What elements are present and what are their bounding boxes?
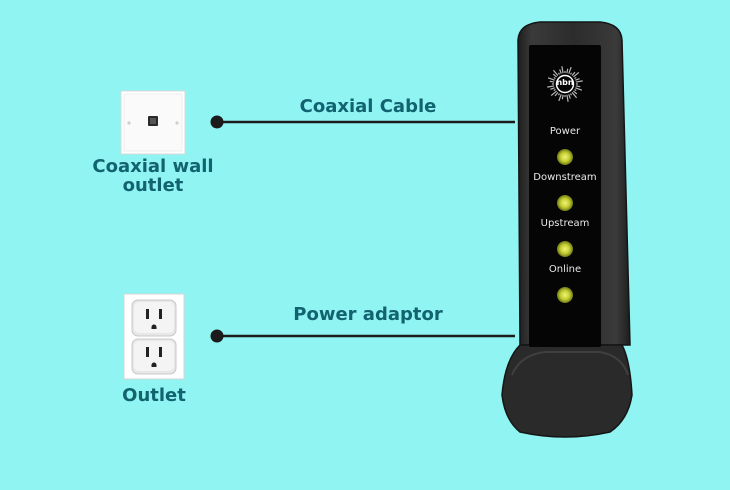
coaxial-cable [210,115,515,129]
logo-ray [557,93,561,96]
logo-ray [575,80,583,83]
logo-ray [571,71,576,76]
led-online [557,287,573,303]
coaxial-wall-outlet-icon [120,90,186,155]
logo-ray [569,93,573,96]
logo-ray [574,88,577,92]
logo-ray [553,88,556,92]
logo-ray [552,69,559,76]
logo-ray [573,71,580,78]
led-label-power: Power [549,126,581,137]
wall-outlet-label-line1: Coaxial wall [92,156,214,177]
logo-ray [566,94,569,102]
logo-ray [547,77,555,81]
power-outlet-icon [123,293,185,380]
logo-ray [550,90,557,97]
led-downstream [557,195,573,211]
logo-ray [547,85,555,88]
logo-ray [575,85,581,88]
logo-ray [561,66,564,74]
outlet-label: Outlet [122,385,186,406]
logo-ray [575,78,580,81]
logo-ray [558,94,562,102]
logo-ray [573,90,578,95]
logo-ray [571,92,578,99]
logo-ray [553,76,556,80]
power-cable [210,329,515,343]
wall-outlet-label-line2: outlet [122,175,184,196]
logo-ray [557,72,561,75]
logo-ray [552,73,557,78]
led-label-upstream: Upstream [540,218,590,229]
logo-ray [561,94,564,100]
logo-ray [574,76,577,80]
coaxial-cable-label: Coaxial Cable [299,96,437,117]
status-leds [557,149,573,303]
logo-ray [575,87,583,91]
led-label-online: Online [548,264,582,275]
logo-ray [550,87,555,90]
modem-brand: nbn [556,78,574,87]
logo-ray [566,68,569,74]
logo-ray [568,66,572,74]
logo-ray [568,94,571,99]
wall-outlet-label: Coaxial wall outlet [88,157,218,195]
led-upstream [557,241,573,257]
logo-ray [559,69,562,74]
logo-ray [549,80,555,83]
logo-ray [569,72,573,75]
led-label-downstream: Downstream [533,172,597,183]
nbn-logo-icon [547,66,583,102]
power-adaptor-label: Power adaptor [293,304,443,325]
logo-ray [554,92,559,97]
led-power [557,149,573,165]
